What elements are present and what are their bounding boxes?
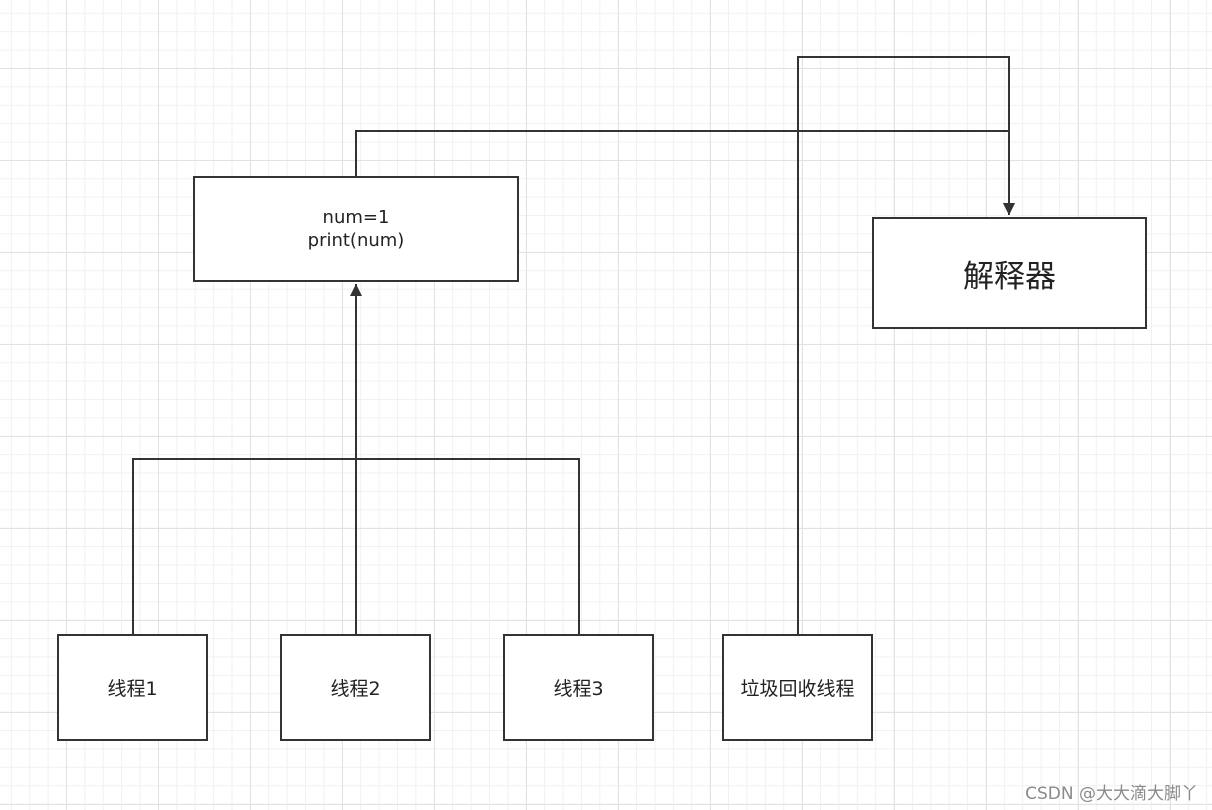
thread-1-label: 线程1 [107,678,158,700]
watermark: CSDN @大大滴大脚丫 [1025,784,1198,804]
thread-3-label: 线程3 [553,678,604,700]
thread-2-node: 线程2 [280,634,431,741]
code-block-node: num=1 print(num) [193,176,519,282]
gc-thread-label: 垃圾回收线程 [740,678,855,700]
interpreter-node: 解释器 [872,217,1147,329]
thread-1-node: 线程1 [57,634,208,741]
thread-2-label: 线程2 [330,678,381,700]
interpreter-label: 解释器 [963,258,1056,295]
connector-thread1-to-bus [132,458,356,634]
code-line-assign: num=1 [322,207,390,228]
connector-thread3-to-bus [356,458,580,634]
arrow-gc-to-interpreter [797,56,1015,634]
thread-3-node: 线程3 [503,634,654,741]
gc-thread-node: 垃圾回收线程 [722,634,873,741]
code-line-print: print(num) [307,230,405,251]
